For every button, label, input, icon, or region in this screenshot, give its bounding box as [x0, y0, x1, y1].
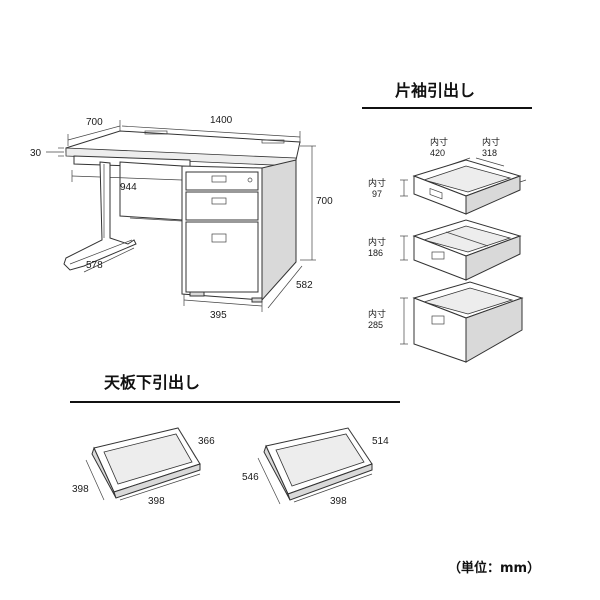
top-thickness-label: 30 — [30, 148, 42, 159]
tray-2-inner-label: 514 — [372, 436, 389, 447]
unit-label: （単位：mm） — [448, 560, 540, 576]
side-drawer-title: 片袖引出し — [395, 81, 475, 100]
pedestal-drawer-1 — [185, 171, 259, 191]
drawer-3-value: 285 — [368, 320, 383, 330]
side-drawer-2 — [400, 219, 522, 281]
drawer-1-value: 97 — [372, 189, 382, 199]
leg-depth-dim-line — [83, 247, 135, 273]
knee-width-label: 944 — [120, 182, 137, 193]
inner-width-value: 420 — [430, 148, 445, 158]
pedestal-side — [261, 159, 297, 302]
pedestal-depth-dim-line — [267, 265, 303, 309]
tray-1-inner-label: 366 — [198, 436, 215, 447]
tray-1-depth-label: 398 — [72, 484, 89, 495]
drawer-1-caption: 内寸 — [368, 177, 386, 188]
inner-depth-caption: 内寸 — [482, 136, 500, 147]
desk-depth-label: 700 — [86, 117, 103, 128]
tray-2-width-label: 398 — [330, 496, 347, 507]
tray-1 — [85, 427, 201, 501]
side-drawer-1 — [400, 159, 527, 215]
tray-2-depth-label: 546 — [242, 472, 259, 483]
grommet — [144, 130, 168, 135]
side-drawer-3 — [400, 281, 524, 363]
pedestal-drawer-3 — [185, 221, 259, 293]
tray-1-width-label: 398 — [148, 496, 165, 507]
width-dim-line — [121, 125, 301, 138]
tray-2 — [257, 427, 373, 505]
drawer-3-caption: 内寸 — [368, 308, 386, 319]
depth-dim-line — [67, 125, 121, 141]
inner-depth-value: 318 — [482, 148, 497, 158]
desk-illustration — [46, 120, 316, 312]
pedestal-width-dim-line — [183, 299, 263, 307]
drawer-2-caption: 内寸 — [368, 236, 386, 247]
under-top-drawer-title: 天板下引出し — [104, 373, 200, 392]
desk-height-label: 700 — [316, 196, 333, 207]
pedestal-drawer-2 — [185, 191, 259, 221]
pedestal-width-label: 395 — [210, 310, 227, 321]
drawer-2-value: 186 — [368, 248, 383, 258]
leg-depth-label: 578 — [86, 260, 103, 271]
grommet — [261, 139, 285, 144]
pedestal-depth-label: 582 — [296, 280, 313, 291]
desk-width-label: 1400 — [210, 115, 233, 126]
left-leg — [63, 161, 137, 271]
knee-width-dim-line — [71, 175, 183, 181]
inner-width-caption: 内寸 — [430, 136, 448, 147]
